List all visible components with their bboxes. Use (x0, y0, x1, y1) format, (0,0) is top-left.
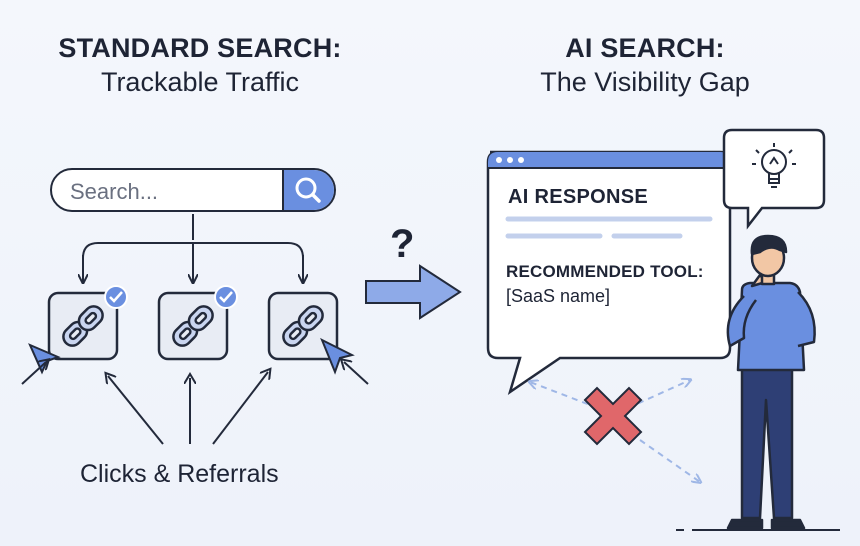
link-icon (62, 305, 104, 347)
standard-search-title: STANDARD SEARCH: (58, 33, 342, 63)
lightbulb-icon (752, 143, 796, 188)
search-placeholder: Search... (70, 179, 159, 204)
link-icon (172, 305, 214, 347)
recommended-tool-label: RECOMMENDED TOOL: (506, 262, 704, 281)
check-badge-icon (104, 285, 128, 309)
ai-search-title: AI SEARCH: (565, 33, 725, 63)
search-bar[interactable]: Search... (50, 168, 336, 212)
ai-search-heading: AI SEARCH: The Visibility Gap (450, 32, 840, 100)
transition-arrow (365, 264, 462, 320)
ai-search-subtitle: The Visibility Gap (540, 66, 750, 97)
link-box-3 (267, 291, 355, 375)
clicks-referrals-caption: Clicks & Referrals (80, 460, 279, 488)
ai-response-title: AI RESPONSE (508, 186, 648, 208)
window-dots (496, 157, 524, 163)
link-icon (282, 305, 324, 347)
person-figure (726, 234, 816, 530)
search-button[interactable] (282, 170, 334, 210)
standard-search-subtitle: Trackable Traffic (100, 66, 300, 97)
cross-icon (583, 386, 643, 446)
check-badge-icon (214, 285, 238, 309)
click-arrows (21, 362, 369, 445)
thought-bubble (722, 128, 826, 230)
link-box-2 (157, 285, 238, 361)
search-icon (295, 177, 321, 203)
standard-search-heading: STANDARD SEARCH: Trackable Traffic (30, 32, 370, 100)
question-mark: ? (390, 222, 415, 266)
link-box-1 (28, 285, 128, 375)
placeholder-lines (505, 216, 713, 239)
branch-connector (83, 214, 303, 282)
saas-name-placeholder: [SaaS name] (506, 286, 611, 306)
